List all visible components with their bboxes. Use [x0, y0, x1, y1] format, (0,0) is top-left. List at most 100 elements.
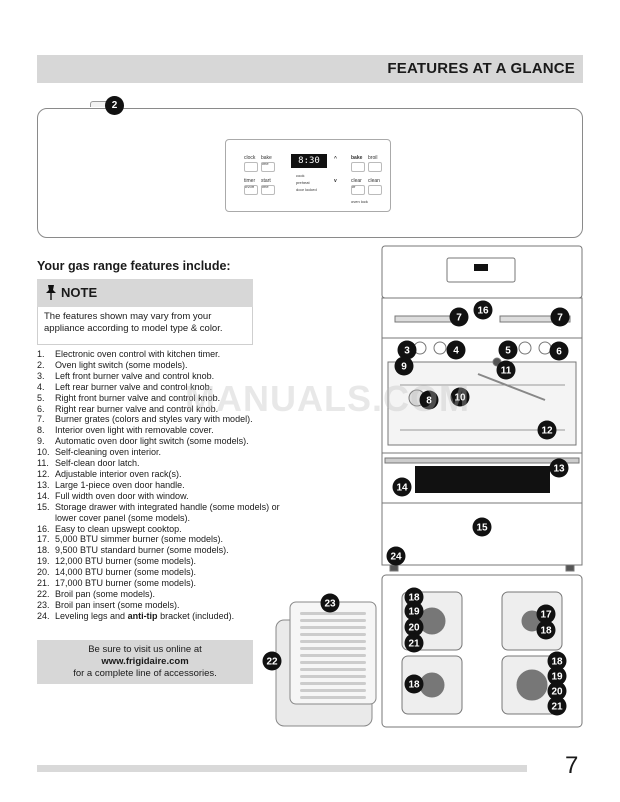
cooktop-callout: 21: [408, 639, 420, 650]
cooktop-callout: 20: [408, 623, 420, 634]
range-display: [474, 264, 488, 271]
burner-right-front: [516, 669, 548, 701]
range-callout-marker: [397, 340, 417, 360]
feature-number: 5.: [37, 392, 45, 403]
cooktop-callout: 19: [551, 672, 563, 683]
feature-list: 1.Electronic oven control with kitchen t…: [37, 349, 302, 622]
feature-text: Adjustable interior oven rack(s).: [55, 469, 182, 480]
feature-text: 5,000 BTU simmer burner (some models).: [55, 534, 223, 545]
feature-text-main: Left front burner valve and control knob…: [55, 370, 215, 381]
note-title: NOTE: [61, 285, 98, 300]
range-callout-marker: [392, 477, 412, 497]
feature-item: 2.Oven light switch (some models).: [37, 360, 302, 371]
range-callout: 4: [453, 346, 459, 357]
feature-text-main: Adjustable interior oven rack(s).: [55, 468, 182, 479]
feature-text-main: 17,000 BTU burner (some models).: [55, 578, 197, 589]
feature-text: 9,500 BTU standard burner (some models).: [55, 545, 229, 556]
feature-item: 1.Electronic oven control with kitchen t…: [37, 349, 302, 360]
insert-slot: [300, 633, 366, 636]
range-callout: 8: [426, 396, 432, 407]
note-body: The features shown may vary from your ap…: [37, 307, 253, 345]
feature-text-main: Storage drawer with integrated handle (s…: [55, 501, 280, 523]
range-callout-marker: [549, 458, 569, 478]
timer-key-label: timer: [244, 178, 256, 184]
cooktop-callout-marker: [404, 674, 424, 694]
feature-text-main: Self-cleaning oven interior.: [55, 447, 162, 458]
range-callout: 11: [501, 366, 512, 377]
feature-text-main: Interior oven light with removable cover…: [55, 425, 214, 436]
insert-slot: [300, 619, 366, 622]
feature-text: Interior oven light with removable cover…: [55, 425, 214, 436]
insert-slot: [300, 661, 366, 664]
range-callout-marker: [446, 340, 466, 360]
clear-key: [351, 185, 365, 195]
range-callout-marker: [549, 341, 569, 361]
broil-pan-illustration: [275, 601, 377, 727]
cooktop-callout: 18: [408, 680, 420, 691]
feature-item: 21. 17,000 BTU burner (some models).: [37, 578, 302, 589]
range-callout-marker: [472, 517, 492, 537]
feature-item: 9.Automatic oven door light switch (some…: [37, 436, 302, 447]
cooktop-callout-marker: [404, 587, 424, 607]
feature-text-main: Electronic oven control with kitchen tim…: [55, 349, 221, 359]
cooktop-callout-marker: [404, 617, 424, 637]
insert-slot: [300, 654, 366, 657]
feature-number: 21.: [37, 578, 50, 589]
feature-text: Left rear burner valve and control knob.: [55, 382, 212, 393]
range-callout-marker: [386, 546, 406, 566]
feature-text: Right front burner valve and control kno…: [55, 393, 220, 404]
clock-display: 8:30: [291, 154, 327, 168]
range-callout-marker: [473, 300, 493, 320]
feature-number: 15.: [37, 501, 50, 512]
pan-callout-marker: [262, 651, 282, 671]
burner-left-front: [419, 672, 445, 698]
cooktop-callout-marker: [547, 681, 567, 701]
feature-text-main: Leveling legs and: [55, 610, 128, 621]
feature-item: 16.Easy to clean upswept cooktop.: [37, 524, 302, 535]
feature-text: Full width oven door with window.: [55, 491, 189, 502]
range-callout-marker: [537, 420, 557, 440]
knob-right-front: [518, 341, 532, 355]
note-header: NOTE: [37, 279, 253, 307]
cooktop-top-view: [381, 574, 583, 728]
indicator-cook: cook: [296, 173, 305, 178]
insert-slot: [300, 675, 366, 678]
feature-text-tail: bracket (included).: [157, 610, 235, 621]
feature-number: 4.: [37, 381, 45, 392]
feature-item: 15. Storage drawer with integrated handle…: [37, 502, 302, 524]
feature-text: 14,000 BTU burner (some models).: [55, 567, 196, 578]
pan-callout-marker: [320, 593, 340, 613]
page-number: 7: [565, 752, 579, 779]
range-callout: 7: [557, 313, 563, 324]
range-callout: 13: [553, 464, 565, 475]
feature-text-main: Full width oven door with window.: [55, 490, 189, 501]
range-callout-marker: [450, 387, 470, 407]
feature-number: 11.: [37, 458, 49, 469]
cooktop-callout-marker: [404, 601, 424, 621]
bake-burner: [477, 373, 546, 401]
indicator-preheat: preheat: [296, 180, 310, 185]
pan-callout: 22: [266, 657, 278, 668]
feature-text-main: 5,000 BTU simmer burner (some models).: [55, 534, 224, 545]
cooktop-callout-marker: [547, 666, 567, 686]
feature-text: Automatic oven door light switch (some m…: [55, 436, 249, 447]
insert-slot: [300, 647, 366, 650]
feature-item: 20.14,000 BTU burner (some models).: [37, 567, 302, 578]
range-callout: 3: [404, 346, 410, 357]
timer-key-sub: on/off: [244, 184, 254, 189]
feature-item: 4. Left rear burner valve and control kno…: [37, 382, 302, 393]
feature-text-main: Burner grates (colors and styles vary wi…: [55, 414, 253, 425]
range-callout-marker: [419, 390, 439, 410]
callout-2: 2: [105, 96, 124, 115]
range-callout-marker: [394, 356, 414, 376]
feature-number: 8.: [37, 425, 45, 436]
feature-number: 24.: [37, 610, 50, 621]
bake-time-key: [261, 162, 275, 172]
feature-number: 3.: [37, 370, 45, 381]
broil-key: [368, 162, 382, 172]
section-header: FEATURES AT A GLANCE: [37, 55, 583, 83]
start-time-key: [261, 185, 275, 195]
feature-text-main: 9,500 BTU standard burner (some models).: [55, 545, 229, 556]
